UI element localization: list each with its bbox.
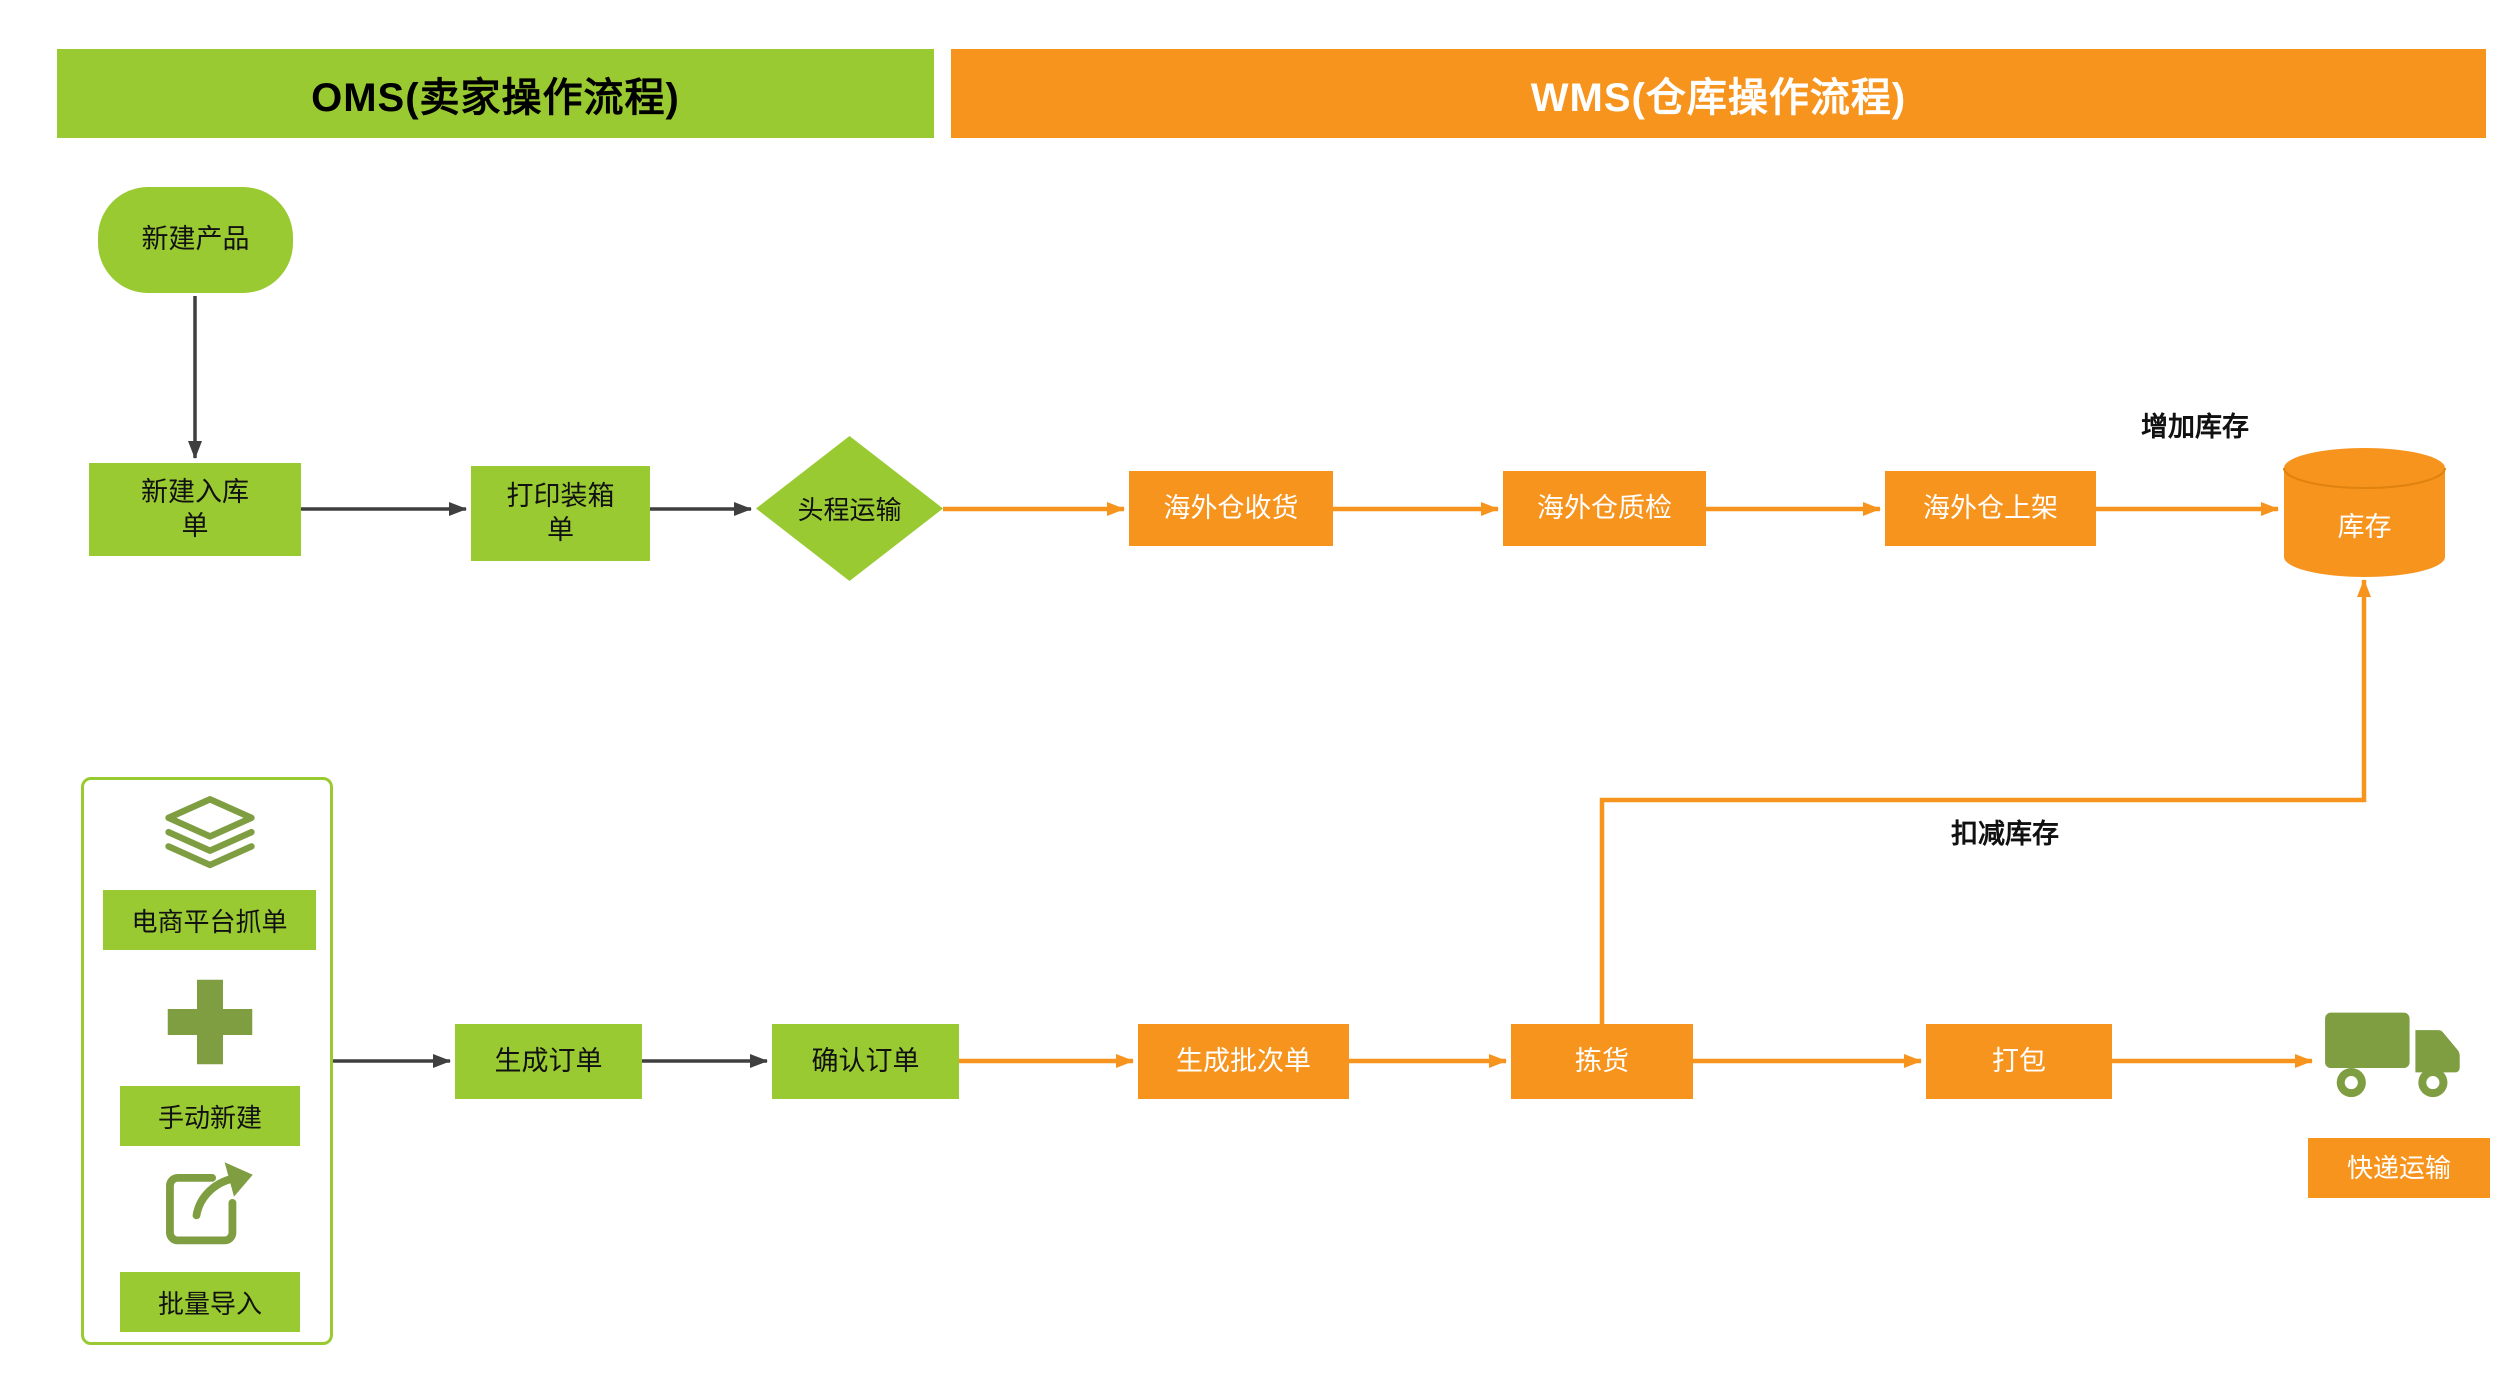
source-manual-create: 手动新建 (120, 1086, 300, 1146)
node-packing: 打包 (1926, 1024, 2112, 1099)
inventory-cylinder-shape (2283, 448, 2446, 577)
export-icon (154, 1154, 264, 1258)
node-overseas-qc: 海外仓质检 (1503, 471, 1706, 546)
source-platform-fetch: 电商平台抓单 (103, 890, 316, 950)
connector-picking-inventory (1599, 579, 2371, 1024)
node-overseas-shelve: 海外仓上架 (1885, 471, 2096, 546)
order-sources-panel: 电商平台抓单 手动新建 批量导入 (81, 777, 333, 1345)
node-new-inbound-order-label: 新建入库单 (141, 476, 249, 541)
node-inventory: 库存 (2283, 447, 2446, 578)
node-picking: 拣货 (1511, 1024, 1693, 1099)
node-inventory-label: 库存 (2337, 512, 2392, 542)
node-generate-order: 生成订单 (455, 1024, 642, 1099)
label-deduct-stock: 扣减库存 (1951, 819, 2059, 849)
node-print-packing-list-label: 打印装箱单 (506, 480, 615, 545)
truck-icon (2325, 1000, 2465, 1104)
layers-icon (160, 792, 260, 878)
node-generate-batch: 生成批次单 (1138, 1024, 1349, 1099)
node-overseas-receive: 海外仓收货 (1129, 471, 1333, 546)
node-express-transport: 快递运输 (2308, 1138, 2490, 1198)
node-new-product: 新建产品 (98, 187, 293, 293)
node-new-inbound-order: 新建入库单 (89, 463, 301, 556)
header-oms: OMS(卖家操作流程) (57, 49, 934, 138)
source-batch-import: 批量导入 (120, 1272, 300, 1332)
plus-icon (154, 966, 266, 1078)
node-first-leg-transport: 头程运输 (756, 436, 943, 581)
node-confirm-order: 确认订单 (772, 1024, 959, 1099)
header-wms: WMS(仓库操作流程) (951, 49, 2486, 138)
label-increase-stock: 增加库存 (2141, 412, 2249, 442)
node-print-packing-list: 打印装箱单 (471, 466, 650, 561)
